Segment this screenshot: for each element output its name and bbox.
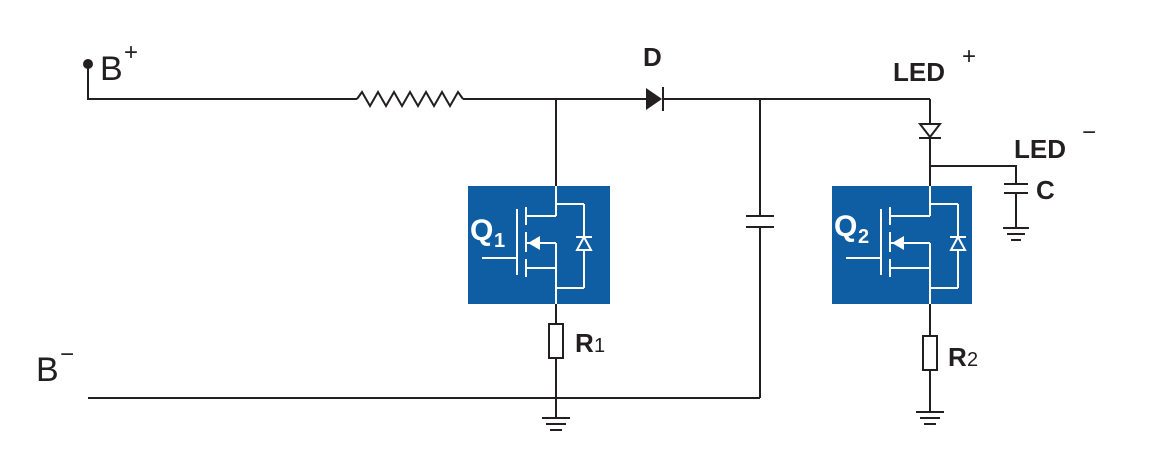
resistor-r1 [548,323,564,359]
r1-label: R [575,328,594,358]
b-minus-label: B [36,351,59,389]
diode-d [646,87,664,111]
b-minus-sup: − [60,341,74,368]
q1-symbol [482,186,593,304]
r1-label-sub: 1 [594,335,605,357]
resistor-r2 [922,335,938,371]
led-diode [917,123,943,139]
b-plus-sup: + [124,39,138,66]
q2-symbol [846,186,967,304]
q2-label-sub: 2 [858,226,869,248]
q1-label-sub: 1 [494,230,505,252]
ground-1 [542,417,570,431]
ground-c [1003,227,1029,241]
b-plus-wire [87,64,357,100]
led-minus-label: LED [1014,134,1066,164]
q2-label: Q [834,210,857,243]
ground-2 [916,411,944,425]
led-minus-sup: − [1082,119,1096,146]
diode-label: D [643,42,662,72]
r2-label: R [948,342,967,372]
capacitor-middle [746,215,774,228]
q1-label: Q [470,214,493,247]
capacitor-c [1004,183,1028,228]
led-plus-sup: + [962,43,976,70]
led-plus-label: LED [893,57,945,87]
capacitor-label: C [1036,175,1055,205]
series-resistor [356,89,464,109]
b-plus-label: B [100,50,123,88]
led-minus-wire [930,165,1017,183]
r2-label-sub: 2 [967,349,978,371]
